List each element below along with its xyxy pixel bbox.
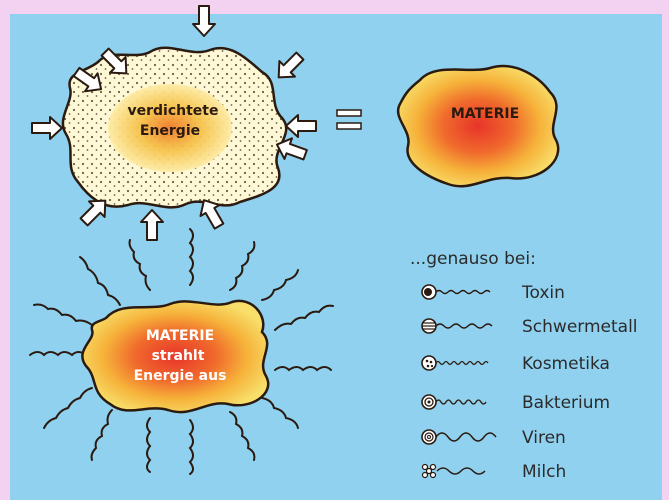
list-item: Schwermetall bbox=[422, 317, 638, 337]
cosmetics-icon bbox=[422, 356, 488, 370]
inward-arrow-top-right-icon bbox=[271, 48, 308, 85]
wave-icon bbox=[44, 388, 92, 428]
matter-cloud: MATERIE bbox=[398, 66, 558, 186]
radiating-matter-cloud: MATERIE strahlt Energie aus bbox=[82, 301, 268, 412]
toxin-icon bbox=[422, 285, 490, 299]
equals-sign-icon: = bbox=[337, 110, 361, 129]
compressed-energy-label-line1: verdichtete bbox=[128, 103, 219, 119]
list-item-label: Toxin bbox=[521, 283, 565, 303]
list-item-label: Kosmetika bbox=[522, 354, 610, 374]
list-item: Milch bbox=[423, 462, 567, 482]
wave-icon bbox=[230, 242, 254, 290]
inward-arrow-bottom-icon bbox=[141, 210, 163, 240]
wave-icon bbox=[262, 270, 298, 300]
wave-icon bbox=[80, 257, 120, 305]
wave-icon bbox=[190, 229, 193, 285]
wave-icon bbox=[262, 398, 298, 428]
wave-icon bbox=[275, 367, 331, 370]
inward-arrow-top-icon bbox=[193, 6, 215, 36]
inward-arrow-right-icon bbox=[286, 115, 316, 137]
wave-icon bbox=[30, 352, 86, 355]
list-item: Bakterium bbox=[422, 393, 610, 413]
virus-icon bbox=[422, 430, 496, 444]
wave-icon bbox=[92, 410, 113, 460]
heavy-metal-icon bbox=[422, 319, 492, 333]
list-item: Viren bbox=[422, 428, 566, 448]
list-item: Kosmetika bbox=[422, 354, 610, 374]
matter-label: MATERIE bbox=[451, 106, 519, 122]
wave-icon bbox=[147, 418, 150, 472]
radiating-matter-label-line1: MATERIE bbox=[146, 328, 214, 344]
list-item-label: Bakterium bbox=[522, 393, 610, 413]
wave-icon bbox=[130, 240, 151, 290]
list-item-label: Viren bbox=[522, 428, 566, 448]
wave-icon bbox=[230, 412, 254, 460]
inward-arrow-left-icon bbox=[32, 117, 62, 139]
compressed-energy-cloud: verdichtete Energie bbox=[63, 48, 286, 208]
wave-icon bbox=[275, 306, 333, 330]
radiating-matter-label-line3: Energie aus bbox=[134, 368, 227, 384]
milk-icon bbox=[423, 465, 486, 478]
list-item-label: Milch bbox=[522, 462, 566, 482]
equals-sign-text: = bbox=[349, 120, 350, 122]
wave-icon bbox=[190, 420, 193, 474]
bacterium-icon bbox=[422, 395, 486, 409]
wave-icon bbox=[34, 305, 92, 326]
list-heading: ...genauso bei: bbox=[410, 249, 536, 269]
list-item: Toxin bbox=[422, 283, 565, 303]
compressed-energy-label-line2: Energie bbox=[140, 123, 200, 139]
radiating-matter-label-line2: strahlt bbox=[152, 348, 205, 364]
comparison-list: ...genauso bei: Toxin S bbox=[410, 249, 638, 482]
list-item-label: Schwermetall bbox=[522, 317, 638, 337]
